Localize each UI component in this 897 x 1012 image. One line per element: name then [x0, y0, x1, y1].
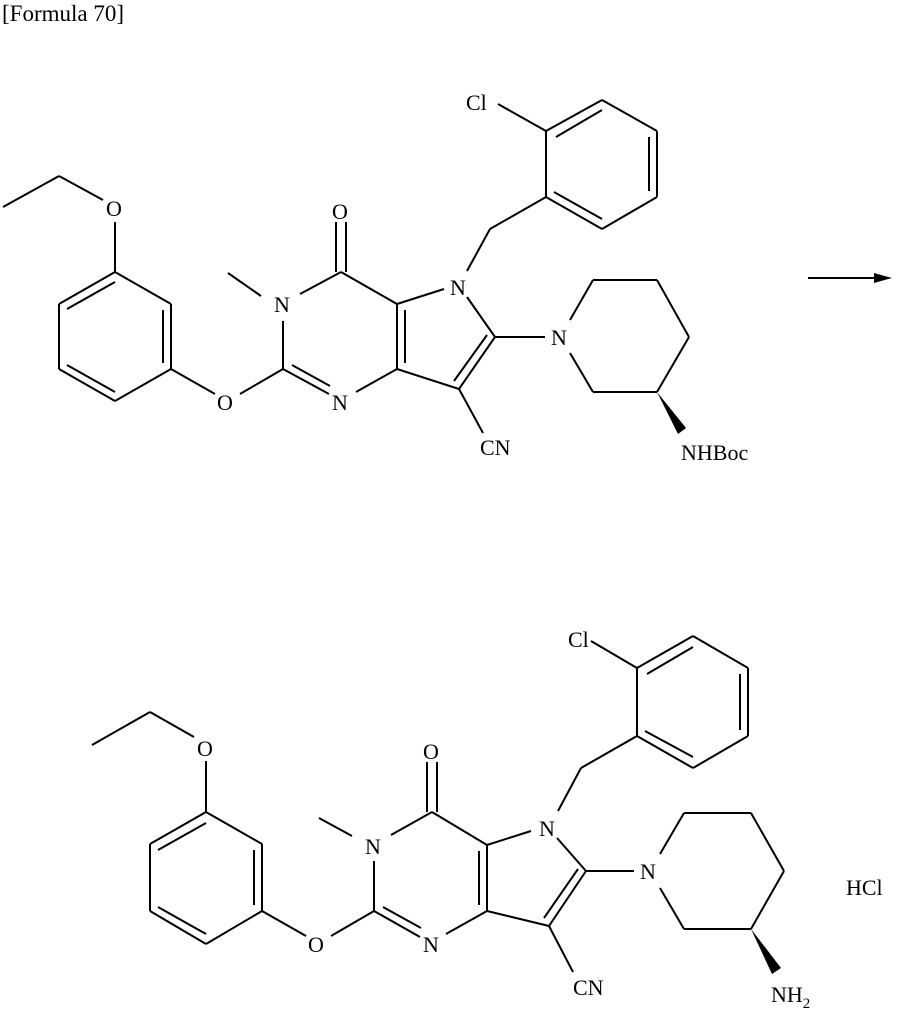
product-chlorine: Cl — [568, 627, 589, 652]
product-cyano: CN — [573, 975, 604, 1000]
reactant-nhboc: NHBoc — [681, 440, 748, 465]
reaction-arrow — [808, 273, 892, 283]
reactant-cyano: CN — [480, 435, 511, 460]
product-amine-subscript: 2 — [803, 996, 811, 1012]
reactant-aryl-oxygen: O — [217, 390, 233, 415]
product-n-methyl: N — [365, 834, 381, 859]
reactant-structure: O O N O N N N Cl CN NHBoc — [2, 90, 748, 465]
reactant-piperidine-nitrogen: N — [551, 325, 567, 350]
reactant-ring-nitrogen: N — [332, 390, 348, 415]
reactant-n-methyl: N — [274, 292, 290, 317]
product-ring-nitrogen: N — [423, 932, 439, 957]
reactant-ether-oxygen: O — [106, 196, 122, 221]
product-amine: NH2 — [771, 982, 810, 1012]
product-aryl-oxygen: O — [308, 932, 324, 957]
product-carbonyl-oxygen: O — [423, 739, 439, 764]
product-pyrrole-nitrogen: N — [539, 816, 555, 841]
product-structure: O O N O N N N Cl CN NH2 HCl — [91, 627, 883, 1012]
formula-title: [Formula 70] — [2, 1, 125, 26]
product-ether-oxygen: O — [197, 736, 213, 761]
product-amine-base: NH — [771, 982, 803, 1007]
product-hcl-salt: HCl — [846, 875, 883, 900]
product-piperidine-nitrogen: N — [640, 859, 656, 884]
reactant-pyrrole-nitrogen: N — [450, 275, 466, 300]
reactant-chlorine: Cl — [466, 90, 487, 115]
reactant-carbonyl-oxygen: O — [332, 199, 348, 224]
